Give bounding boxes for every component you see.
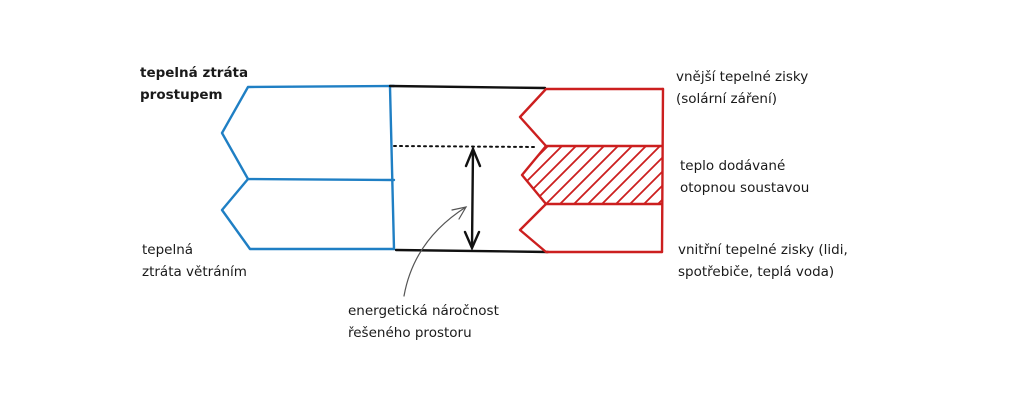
ventilation-loss-arrow — [220, 177, 396, 251]
double-arrow-shaft — [470, 147, 475, 249]
external-gains-arrow — [518, 87, 665, 148]
pointer-line — [403, 206, 467, 297]
label-line: ztráta větráním — [142, 264, 247, 280]
red-right-boundary — [660, 87, 665, 254]
blue-boundary-line — [388, 85, 396, 251]
label-transmission-loss: tepelná ztráta prostupem — [140, 62, 248, 106]
pointer-arrowhead — [451, 206, 468, 220]
label-internal-gains: vnitřní tepelné zisky (lidi, spotřebiče,… — [678, 239, 848, 283]
label-line: spotřebiče, teplá voda) — [678, 264, 835, 280]
label-line: energetická náročnost — [348, 303, 499, 319]
internal-gains-arrow — [518, 202, 664, 254]
label-ventilation-loss: tepelná ztráta větráním — [142, 239, 247, 283]
label-line: teplo dodávané — [680, 158, 786, 174]
label-heating-supply: teplo dodávané otopnou soustavou — [680, 155, 809, 199]
label-energy-demand: energetická náročnost řešeného prostoru — [348, 300, 499, 344]
label-line: tepelná ztráta — [140, 65, 249, 81]
heat-gain-group — [518, 87, 665, 254]
heating-supply-arrow — [520, 144, 664, 206]
label-external-gains: vnější tepelné zisky (solární záření) — [676, 66, 808, 110]
transmission-loss-arrow — [220, 84, 396, 182]
label-line: otopnou soustavou — [680, 180, 810, 196]
label-line: tepelná — [142, 242, 194, 258]
heating-supply-hatching — [522, 146, 662, 204]
energy-demand-block — [388, 84, 550, 297]
label-line: prostupem — [140, 87, 223, 103]
label-line: (solární záření) — [676, 91, 777, 107]
double-arrow-head-bottom — [463, 230, 481, 251]
top-boundary-line — [388, 84, 547, 90]
dotted-reference-line — [393, 145, 537, 148]
double-arrow-head-top — [464, 145, 482, 168]
label-line: vnější tepelné zisky — [676, 69, 809, 85]
label-line: řešeného prostoru — [348, 325, 472, 341]
heat-loss-group — [220, 84, 396, 251]
label-line: vnitřní tepelné zisky (lidi, — [678, 242, 848, 258]
